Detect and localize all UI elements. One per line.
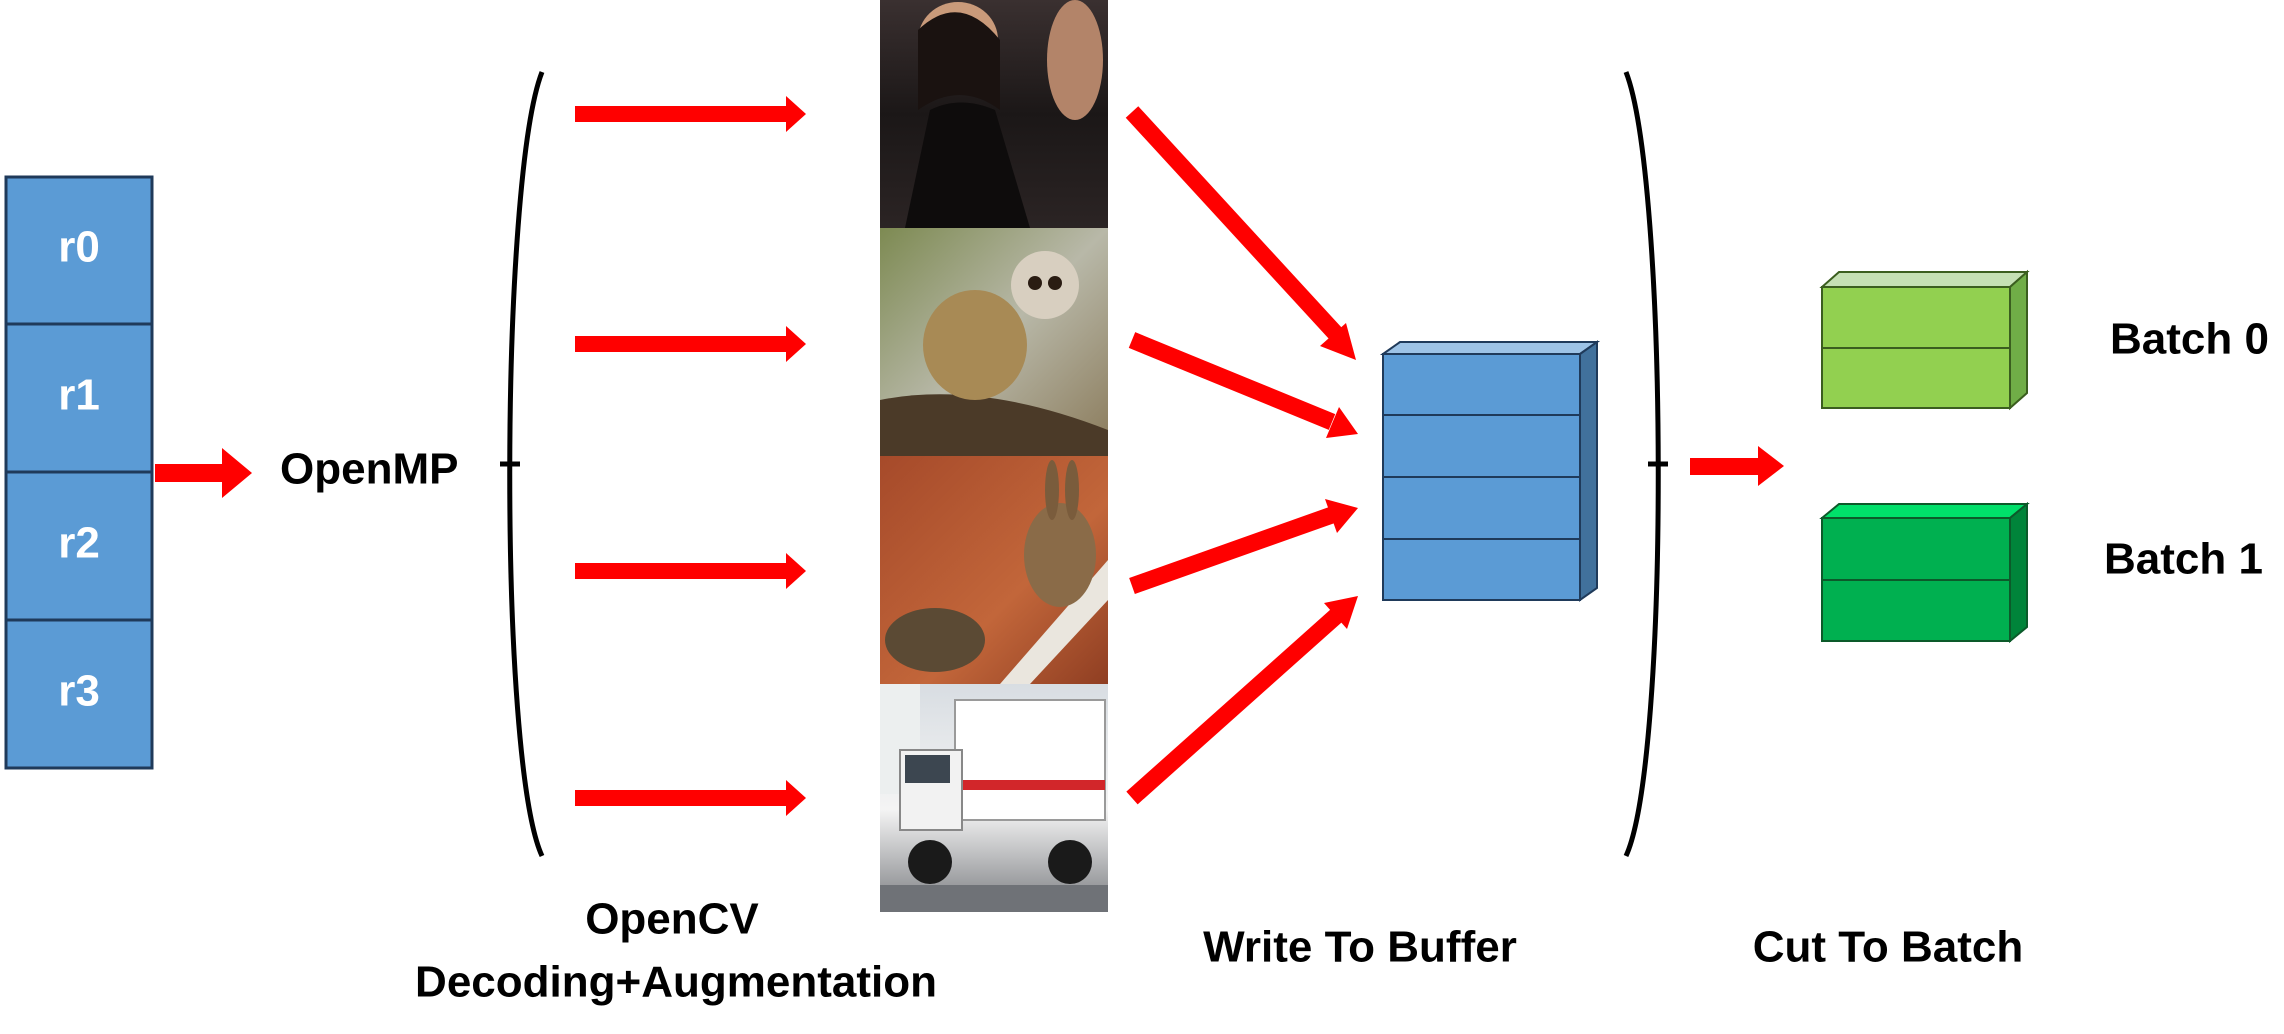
- record-label: r3: [58, 667, 100, 716]
- arrow-to-image-2: [575, 326, 806, 362]
- record-r3: r3: [4, 618, 154, 770]
- buffer-stack: [1379, 340, 1601, 602]
- rabbit-tortoise-photo: [880, 456, 1108, 684]
- arrow-buffer-to-batch: [1690, 446, 1784, 486]
- arrow-to-image-1: [575, 96, 806, 132]
- arrow-image3-to-buffer: [1129, 499, 1358, 595]
- arrow-image1-to-buffer: [1125, 106, 1356, 360]
- arrow-records-to-openmp: [155, 448, 252, 498]
- arrow-to-image-4: [575, 780, 806, 816]
- left-bracket: [500, 71, 545, 858]
- arrow-image4-to-buffer: [1126, 596, 1358, 805]
- opencv-label: OpenCV: [585, 895, 759, 944]
- batch-1-label: Batch 1: [2104, 535, 2263, 584]
- record-r2: r2: [4, 470, 154, 622]
- batch-0-label: Batch 0: [2110, 315, 2269, 364]
- right-bracket: [1623, 71, 1668, 858]
- record-r1: r1: [4, 322, 154, 474]
- cut-to-batch-label: Cut To Batch: [1753, 923, 2024, 972]
- record-label: r0: [58, 223, 100, 272]
- write-to-buffer-label: Write To Buffer: [1203, 923, 1517, 972]
- record-label: r2: [58, 519, 100, 568]
- batch-1-block: [1819, 501, 2030, 644]
- woman-photo: [880, 0, 1108, 228]
- monkey-photo: [880, 228, 1108, 456]
- batch-0-block: [1819, 269, 2030, 411]
- decoding-augmentation-label: Decoding+Augmentation: [415, 958, 937, 1007]
- arrow-image2-to-buffer: [1128, 332, 1358, 438]
- record-stack: r0 r1 r2 r3: [4, 175, 154, 770]
- record-label: r1: [58, 371, 100, 420]
- arrow-to-image-3: [575, 553, 806, 589]
- ambulance-photo: [880, 684, 1108, 912]
- record-r0: r0: [4, 175, 154, 326]
- openmp-label: OpenMP: [280, 445, 458, 494]
